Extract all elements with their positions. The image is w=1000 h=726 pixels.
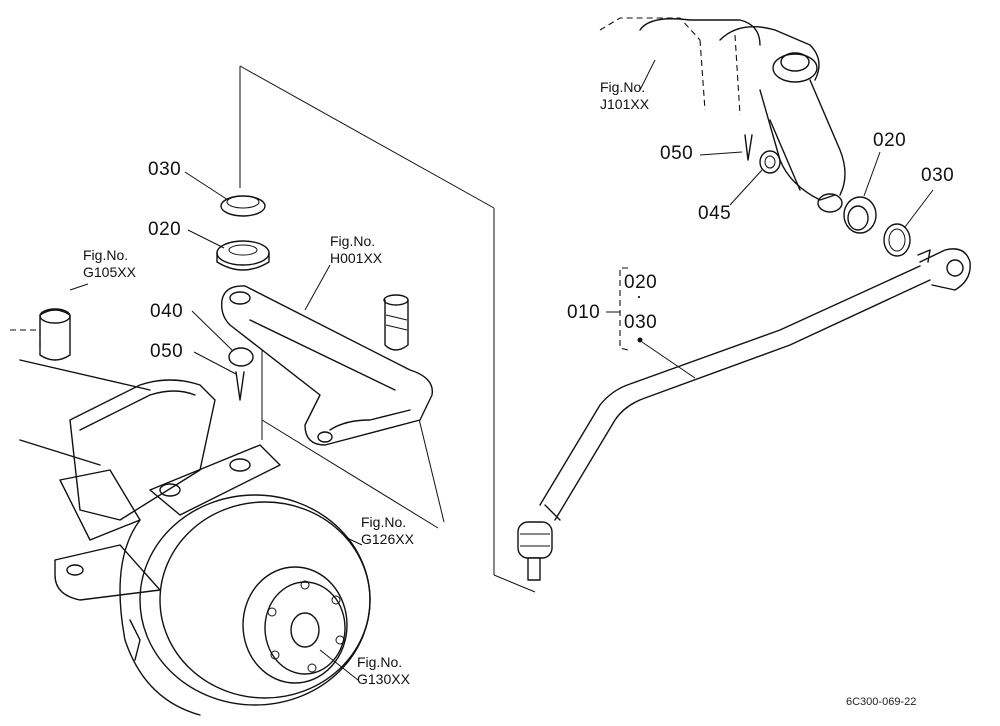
drag-link-illustration xyxy=(517,248,971,581)
fig-ref-code: G130XX xyxy=(357,671,410,687)
callout-050-right: 050 xyxy=(660,143,694,164)
callout-045-right: 045 xyxy=(698,203,732,224)
drawing-code: 6C300-069-22 xyxy=(846,696,917,708)
fig-ref-label: Fig.No. xyxy=(357,654,403,670)
callout-010-assembly: 010 xyxy=(567,302,601,323)
fig-ref-g130: Fig.No. G130XX xyxy=(357,655,410,686)
fig-ref-j101: Fig.No. J101XX xyxy=(600,80,649,111)
fig-ref-label: Fig.No. xyxy=(330,233,376,249)
callout-040-left: 040 xyxy=(150,301,184,322)
fig-ref-code: J101XX xyxy=(600,96,650,112)
assembly-part-030: 030 xyxy=(624,312,658,333)
fig-ref-label: Fig.No. xyxy=(83,247,129,263)
assembly-bracket xyxy=(606,267,696,379)
left-small-parts xyxy=(184,171,270,401)
assembly-separator: · xyxy=(636,286,643,306)
callout-030-right: 030 xyxy=(921,165,955,186)
callout-030-left: 030 xyxy=(148,159,182,180)
fig-ref-label: Fig.No. xyxy=(600,79,646,95)
assembly-part-020: 020 xyxy=(624,272,658,293)
axle-hub-illustration xyxy=(10,283,371,716)
callout-020-right: 020 xyxy=(873,130,907,151)
fig-ref-code: G126XX xyxy=(361,531,414,547)
knuckle-arm-illustration xyxy=(220,264,434,446)
fig-ref-g105: Fig.No. G105XX xyxy=(83,248,136,279)
steering-arm-illustration xyxy=(599,17,846,213)
fig-ref-h001: Fig.No. H001XX xyxy=(330,234,382,265)
fig-ref-g126: Fig.No. G126XX xyxy=(361,515,414,546)
fig-ref-code: G105XX xyxy=(83,264,136,280)
fig-ref-label: Fig.No. xyxy=(361,514,407,530)
callout-050-left: 050 xyxy=(150,341,184,362)
fig-ref-code: H001XX xyxy=(330,250,383,266)
callout-020-left: 020 xyxy=(148,219,182,240)
right-small-parts xyxy=(699,134,934,257)
